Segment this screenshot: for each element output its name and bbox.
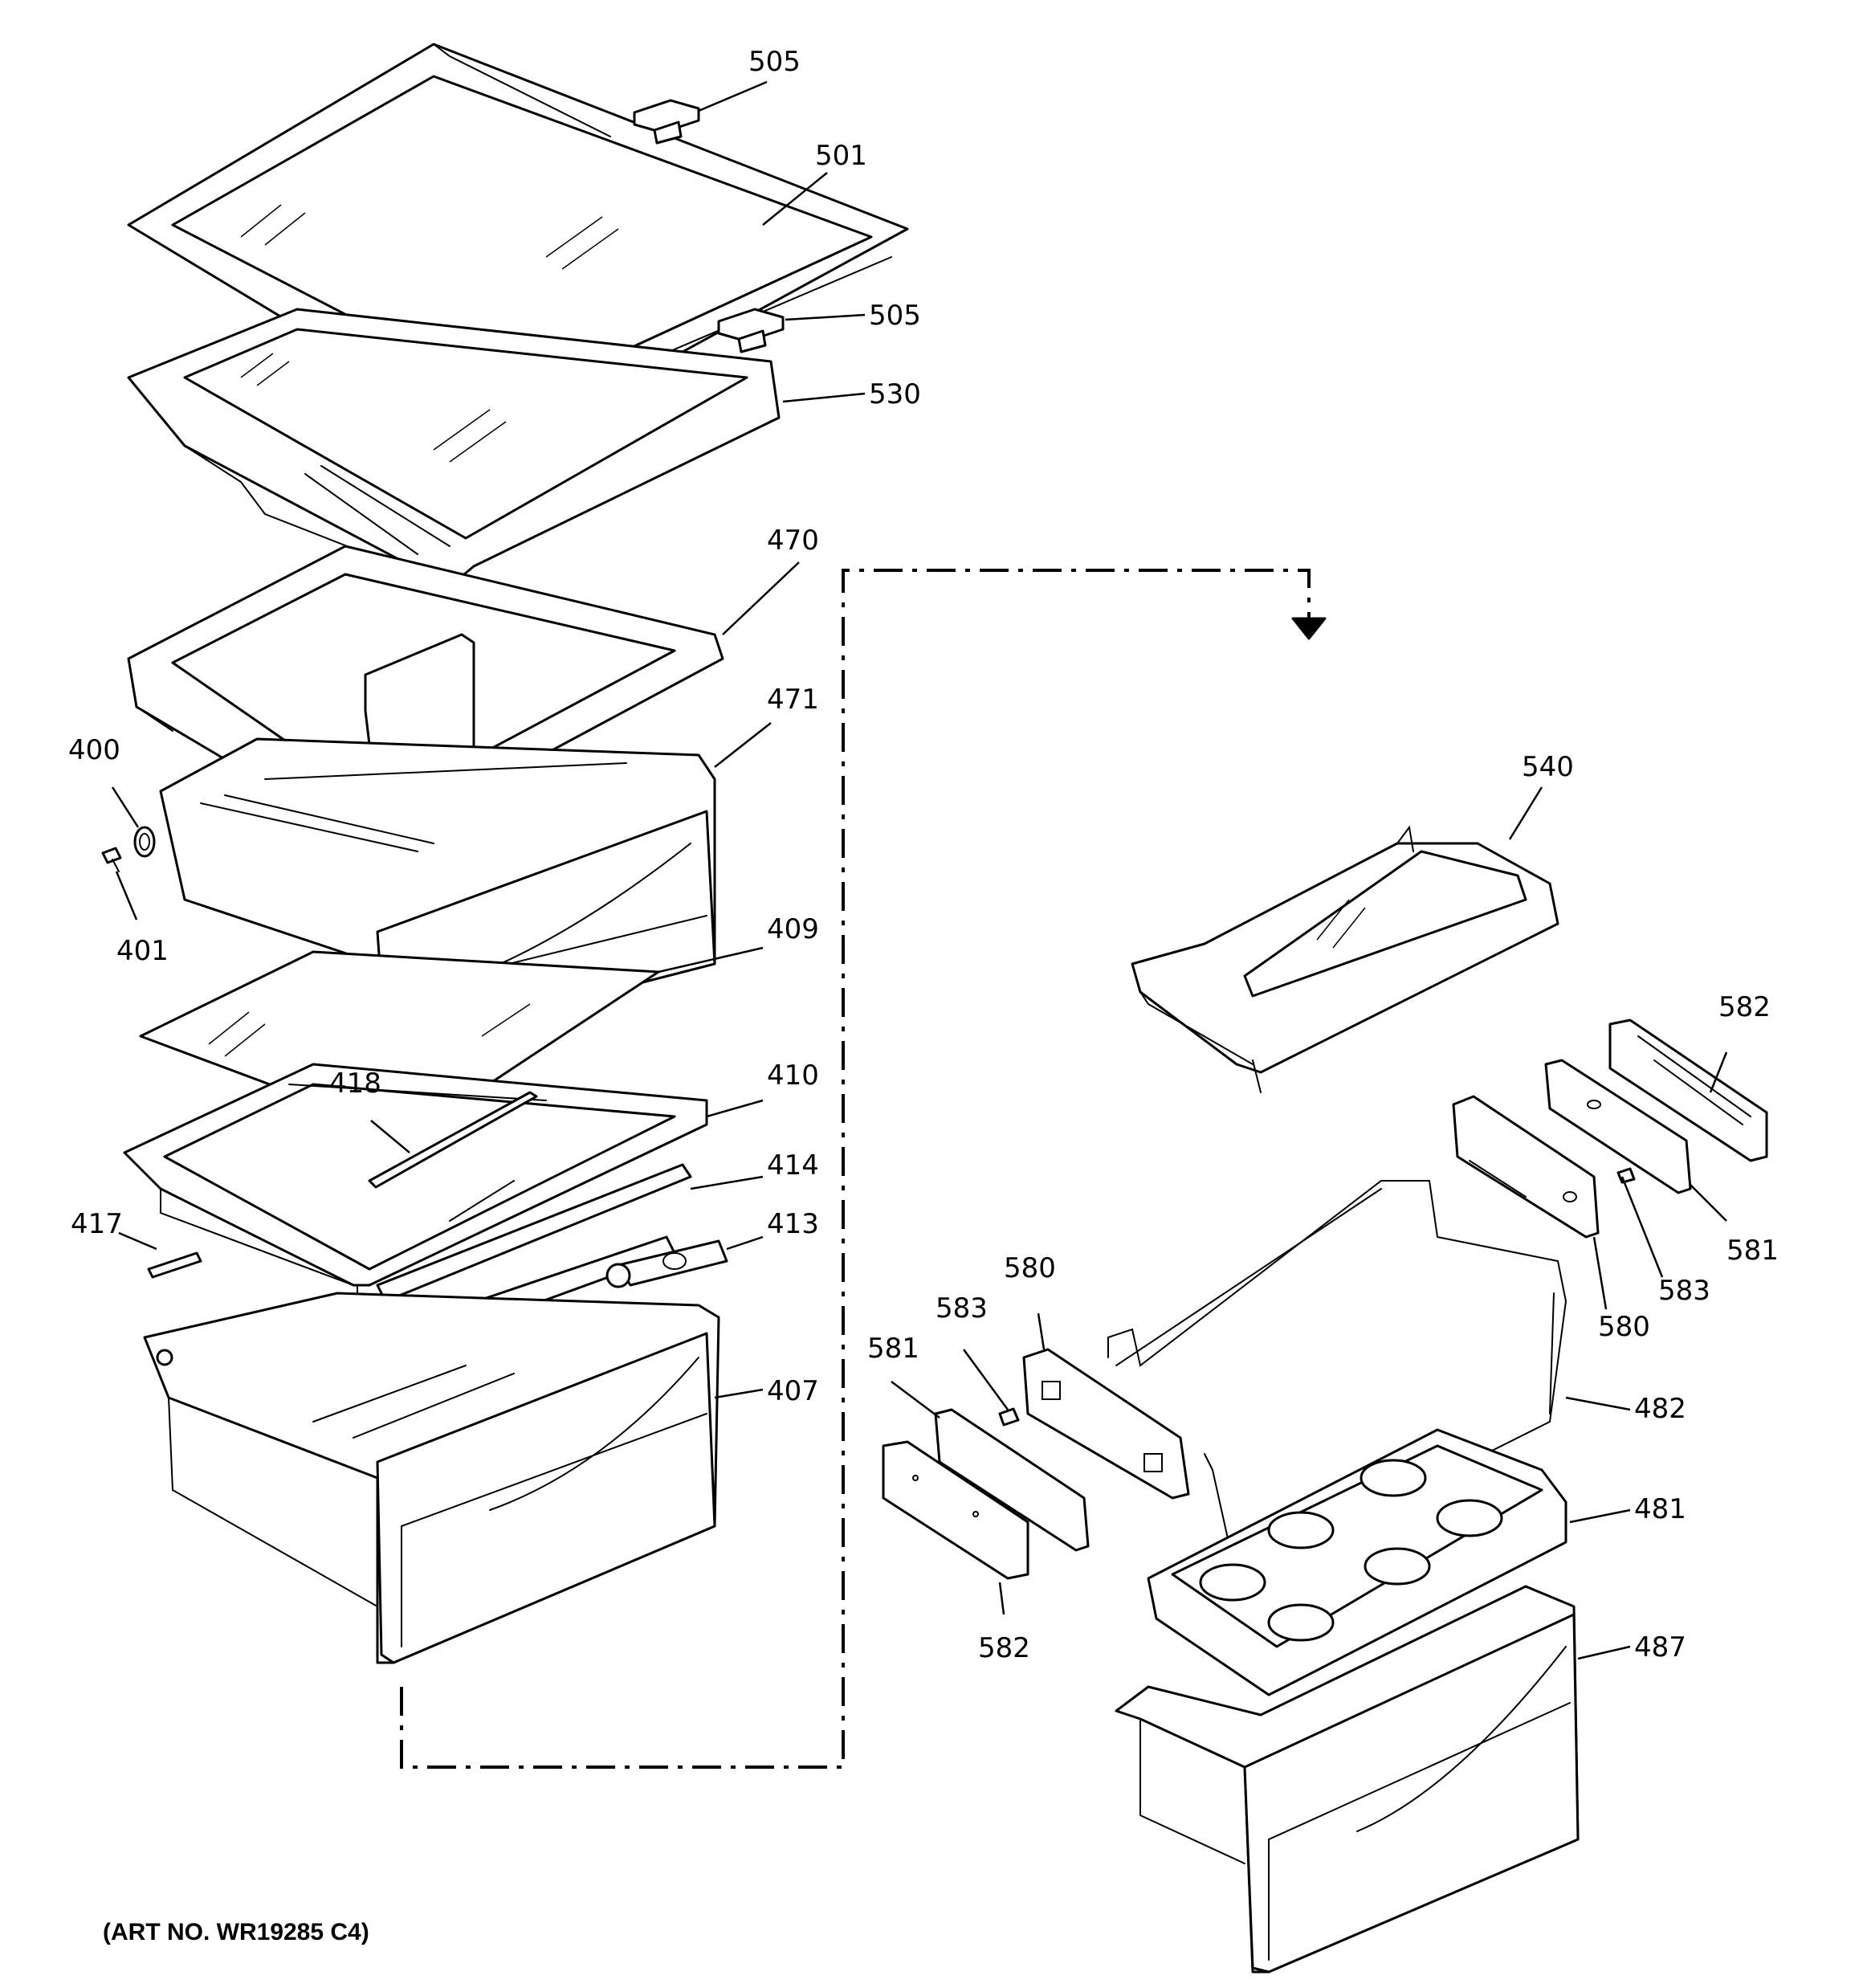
callout-409: 409 xyxy=(767,913,819,945)
part-413-humidity-control xyxy=(605,1239,728,1288)
callout-407: 407 xyxy=(767,1375,819,1407)
callout-505-top: 505 xyxy=(748,46,801,78)
part-530-shelf-frame xyxy=(127,308,781,588)
callout-482: 482 xyxy=(1634,1393,1686,1425)
part-481-bottle-rack xyxy=(1147,1428,1567,1696)
part-582-end-cap-left xyxy=(882,1440,1029,1580)
callout-580-left: 580 xyxy=(1004,1252,1056,1284)
callout-487: 487 xyxy=(1634,1631,1686,1663)
part-417-rod xyxy=(147,1251,202,1279)
callout-501: 501 xyxy=(815,140,867,172)
assembly-path-arrow xyxy=(1291,617,1327,640)
part-401-screw xyxy=(101,847,122,872)
callout-582-left: 582 xyxy=(978,1632,1030,1664)
callout-505-mid: 505 xyxy=(869,300,921,332)
callout-582-right: 582 xyxy=(1718,991,1771,1023)
part-540-deli-shelf xyxy=(1131,825,1559,1093)
callout-leaders xyxy=(111,80,1728,1660)
part-407-pan-drawer xyxy=(143,1292,720,1664)
callout-401: 401 xyxy=(116,935,169,967)
part-400-roller xyxy=(133,826,156,858)
part-410-crisper-frame xyxy=(123,1063,708,1310)
callout-580-right: 580 xyxy=(1598,1311,1650,1343)
part-505-shelf-clip-mid xyxy=(717,308,785,353)
part-580-hanger-bracket-right xyxy=(1452,1095,1600,1239)
part-505-shelf-clip-top xyxy=(633,99,700,145)
art-number: (ART NO. WR19285 C4) xyxy=(103,1919,369,1945)
callout-400: 400 xyxy=(68,734,120,766)
callout-540: 540 xyxy=(1522,751,1574,783)
callout-481: 481 xyxy=(1634,1493,1686,1525)
callout-471: 471 xyxy=(767,684,819,716)
part-418-slide-rail xyxy=(368,1091,538,1189)
callout-583-left: 583 xyxy=(936,1292,988,1325)
callout-583-right: 583 xyxy=(1658,1275,1710,1307)
assembly-path-line xyxy=(400,569,1311,1769)
part-582-end-cap-right xyxy=(1608,1018,1768,1162)
part-580-hanger-bracket-left xyxy=(1022,1348,1190,1500)
callout-581-right: 581 xyxy=(1726,1235,1779,1267)
callout-414: 414 xyxy=(767,1149,819,1182)
callout-labels: 505 501 505 530 470 471 400 401 409 418 … xyxy=(68,46,1779,1664)
callout-530: 530 xyxy=(869,378,921,410)
callout-410: 410 xyxy=(767,1059,819,1092)
callout-417: 417 xyxy=(71,1208,123,1240)
part-581-bracket-right xyxy=(1544,1059,1692,1194)
callout-418: 418 xyxy=(329,1067,381,1100)
callout-470: 470 xyxy=(767,525,819,557)
callout-581-left: 581 xyxy=(867,1333,919,1365)
part-583-screw-left xyxy=(998,1407,1020,1427)
part-583-screw-right xyxy=(1616,1167,1636,1184)
callout-413: 413 xyxy=(767,1208,819,1240)
part-487-bin-drawer xyxy=(1115,1585,1580,1974)
